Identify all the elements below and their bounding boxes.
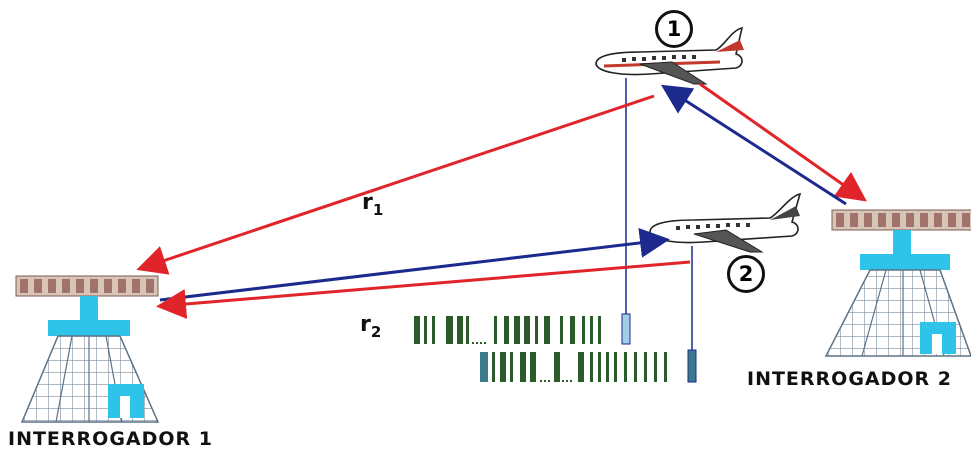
interrogation-path-aircraft2-i1: [156, 260, 691, 319]
mast-1: [80, 296, 98, 322]
range-r2-symbol: r: [360, 312, 371, 337]
range-label-r1: r1: [362, 190, 383, 219]
interrogator-1-label: INTERROGADOR 1: [8, 428, 214, 450]
aircraft-1-number: 1: [666, 17, 682, 41]
antenna-array-2: [831, 209, 971, 231]
range-r2-subscript: 2: [370, 323, 382, 341]
reply-path-i1-aircraft2: [159, 227, 670, 302]
aircraft-2: [649, 192, 802, 253]
platform-1: [48, 320, 130, 336]
pulse-train-1: [414, 313, 631, 345]
mast-2: [893, 230, 911, 256]
interrogator-2: [824, 209, 971, 357]
aircraft-1-number-badge: 1: [655, 10, 693, 48]
antenna-array-1: [15, 275, 159, 297]
aircraft-1: [595, 26, 744, 85]
range-r1-symbol: r: [362, 190, 373, 215]
interrogator-2-label: INTERROGADOR 2: [747, 368, 953, 390]
interrogation-path-aircraft1-i2: [699, 82, 867, 202]
pulse-train-2: [480, 349, 697, 383]
range-label-r2: r2: [360, 312, 381, 341]
aircraft-2-number-badge: 2: [727, 255, 765, 293]
reply-path-i2-aircraft1: [660, 84, 847, 206]
range-r1-subscript: 1: [372, 201, 384, 219]
platform-2: [860, 254, 950, 270]
interrogation-path-i1-aircraft1: [136, 94, 655, 275]
aircraft-2-number: 2: [738, 262, 754, 286]
interrogator-1: [15, 275, 160, 423]
